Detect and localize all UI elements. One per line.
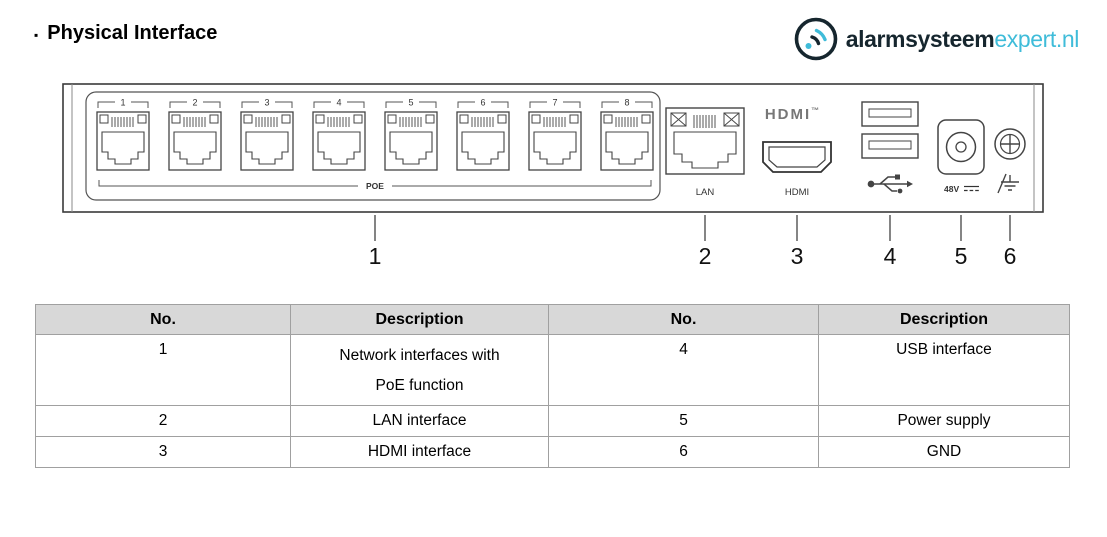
callout-3: 3 — [791, 243, 804, 269]
callout-lines — [374, 215, 1011, 241]
poe-port-7 — [528, 111, 582, 171]
callout-6: 6 — [1004, 243, 1017, 269]
cell-description: USB interface — [818, 333, 1070, 407]
table-row: 2 LAN interface 5 Power supply — [35, 405, 1070, 438]
page-title-text: Physical Interface — [47, 22, 218, 44]
svg-text:6: 6 — [480, 98, 485, 108]
poe-port-numbers: 1 2 3 4 5 6 7 8 — [120, 98, 629, 108]
lan-port — [665, 107, 745, 175]
table-header-row: No. Description No. Description — [35, 304, 1070, 335]
brand-name-light: expert.nl — [994, 25, 1079, 52]
header-no-right: No. — [548, 304, 819, 335]
poe-port-2 — [168, 111, 222, 171]
hdmi-port: HDMI™ HDMI — [762, 106, 832, 198]
svg-text:7: 7 — [552, 98, 557, 108]
callout-2: 2 — [699, 243, 712, 269]
page-title: ▪ Physical Interface — [34, 22, 217, 45]
poe-port-1 — [96, 111, 150, 171]
cell-description: GND — [818, 436, 1070, 469]
cell-description: Power supply — [818, 405, 1070, 438]
brand-logo: alarmsysteemexpert.nl — [793, 16, 1079, 62]
usb-symbol-icon — [867, 174, 913, 194]
header-description-right: Description — [818, 304, 1070, 335]
hdmi-logo-text: HDMI™ — [765, 106, 821, 123]
power-label-group: 48V — [944, 184, 979, 194]
callout-4: 4 — [884, 243, 897, 269]
svg-text:3: 3 — [264, 98, 269, 108]
usb-ports — [861, 101, 919, 159]
power-jack — [937, 119, 985, 175]
poe-port-3 — [240, 111, 294, 171]
svg-text:1: 1 — [120, 98, 125, 108]
power-voltage-label: 48V — [944, 184, 959, 194]
ground-symbol-icon — [997, 173, 1019, 194]
cell-description: LAN interface — [290, 405, 549, 438]
title-bullet-icon: ▪ — [34, 27, 39, 42]
wifi-logo-icon — [794, 17, 838, 61]
header-no-left: No. — [35, 304, 291, 335]
poe-port-4 — [312, 111, 366, 171]
callout-5: 5 — [955, 243, 968, 269]
callout-numbers: 1 2 3 4 5 6 — [369, 243, 1017, 269]
poe-group-label: POE — [366, 181, 384, 191]
cell-no: 3 — [35, 436, 291, 469]
table-row: 1 Network interfaces with PoE function 4… — [35, 333, 1070, 407]
lan-label: LAN — [696, 187, 715, 198]
cell-no: 4 — [548, 333, 819, 407]
poe-port-6 — [456, 111, 510, 171]
interface-description-table: No. Description No. Description 1 Networ… — [35, 304, 1070, 469]
table-row: 3 HDMI interface 6 GND — [35, 436, 1070, 469]
cell-no: 1 — [35, 333, 291, 407]
poe-port-5 — [384, 111, 438, 171]
cell-description-text: Network interfaces with PoE function — [339, 347, 500, 395]
poe-port-8 — [600, 111, 654, 171]
ground-screw — [994, 128, 1026, 160]
svg-text:8: 8 — [624, 98, 629, 108]
brand-name-bold: alarmsysteem — [845, 25, 995, 52]
brand-name: alarmsysteemexpert.nl — [845, 25, 1080, 53]
cell-description: Network interfaces with PoE function — [290, 333, 549, 407]
cell-no: 6 — [548, 436, 819, 469]
cell-no: 5 — [548, 405, 819, 438]
dc-symbol-icon — [964, 185, 979, 192]
cell-description: HDMI interface — [290, 436, 549, 469]
svg-text:2: 2 — [192, 98, 197, 108]
poe-port-block: 1 2 3 4 5 6 7 8 POE — [85, 91, 661, 201]
svg-text:5: 5 — [408, 98, 413, 108]
callout-1: 1 — [369, 243, 382, 269]
device-rear-panel-diagram: 1 2 3 4 5 6 7 8 POE LAN HDMI™ HDMI — [0, 78, 1107, 290]
hdmi-label: HDMI — [785, 187, 809, 198]
svg-text:4: 4 — [336, 98, 341, 108]
header-description-left: Description — [290, 304, 549, 335]
cell-no: 2 — [35, 405, 291, 438]
